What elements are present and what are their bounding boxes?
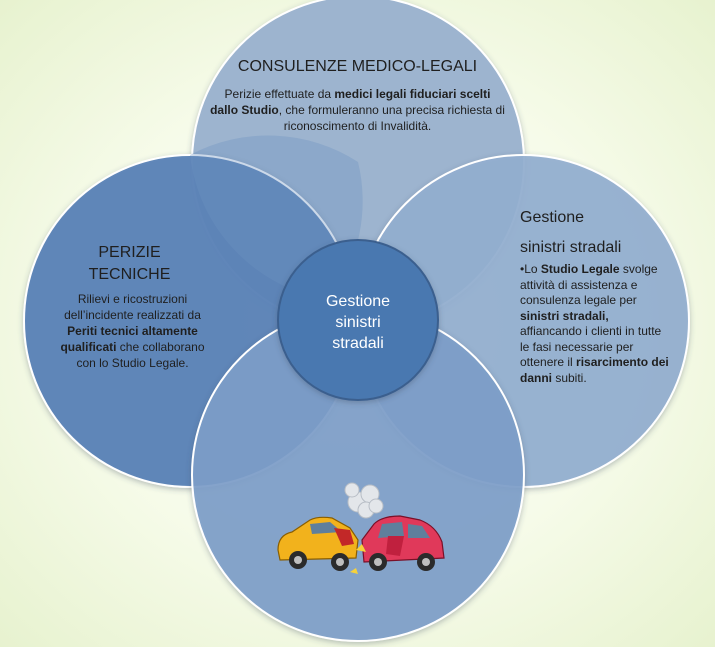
center-circle	[277, 239, 439, 401]
left-body: Rilievi e ricostruzioni dell’incidente r…	[60, 292, 205, 370]
right-body: •Lo Studio Legale svolge attività di ass…	[520, 262, 669, 385]
car-crash-icon	[277, 482, 445, 574]
top-title: CONSULENZE MEDICO-LEGALI	[237, 58, 478, 75]
top-body: Perizie effettuate da medici legali fidu…	[210, 87, 505, 133]
